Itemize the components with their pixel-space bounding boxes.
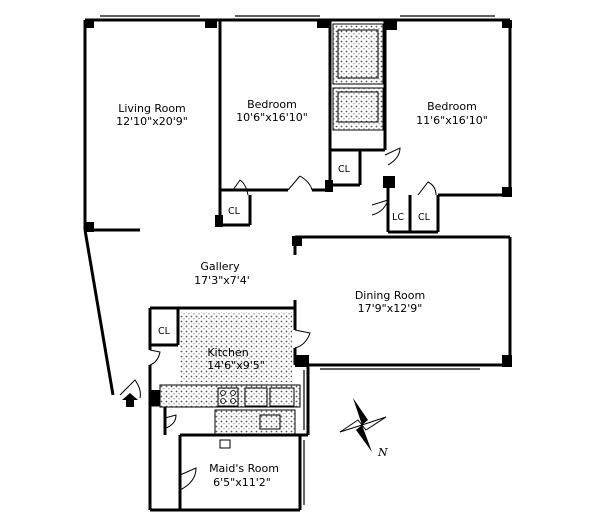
bath-lower — [332, 87, 384, 131]
sink — [244, 387, 268, 407]
dining-room-name: Dining Room — [355, 289, 425, 302]
bedroom1-name: Bedroom — [247, 98, 297, 111]
kitchen-dims: 14'6"x9'5" — [207, 359, 265, 372]
doors — [119, 147, 437, 491]
bathtub — [337, 29, 379, 79]
maids-room-name: Maid's Room — [209, 462, 279, 475]
fridge — [269, 387, 295, 407]
compass-north-label: N — [377, 446, 388, 459]
fixtures — [217, 29, 379, 449]
maids-room-dims: 6'5"x11'2" — [213, 476, 271, 489]
bath-upper — [332, 23, 384, 85]
maid-bath — [214, 409, 296, 435]
tiled-areas — [159, 23, 384, 435]
closet-label-bedroom2: CL — [418, 212, 431, 223]
maid-sink — [259, 414, 281, 430]
kitchen-floor — [180, 312, 292, 382]
compass-rose: N — [339, 398, 388, 459]
stove — [217, 387, 239, 407]
closet-label-bath: CL — [338, 164, 351, 175]
closet-label-bedroom1: CL — [228, 206, 241, 217]
bedroom1-dims: 10'6"x16'10" — [236, 111, 308, 124]
windows — [100, 15, 495, 505]
kitchen-name: Kitchen — [207, 346, 248, 359]
column-posts — [84, 20, 512, 404]
closet-label-lc: LC — [392, 212, 404, 223]
dining-room-dims: 17'9"x12'9" — [358, 302, 423, 315]
living-room-name: Living Room — [118, 102, 186, 115]
bedroom2-dims: 11'6"x16'10" — [416, 114, 488, 127]
gallery-name: Gallery — [200, 260, 240, 273]
living-room-dims: 12'10"x20'9" — [116, 115, 188, 128]
vanity — [337, 91, 379, 123]
kitchen-counter — [159, 384, 301, 408]
maid-toilet — [219, 439, 231, 449]
closet-label-kitchen: CL — [158, 326, 171, 337]
walls — [83, 18, 512, 512]
gallery-dims: 17'3"x7'4' — [194, 274, 250, 287]
entry-marker — [122, 393, 138, 407]
bedroom2-name: Bedroom — [427, 100, 477, 113]
